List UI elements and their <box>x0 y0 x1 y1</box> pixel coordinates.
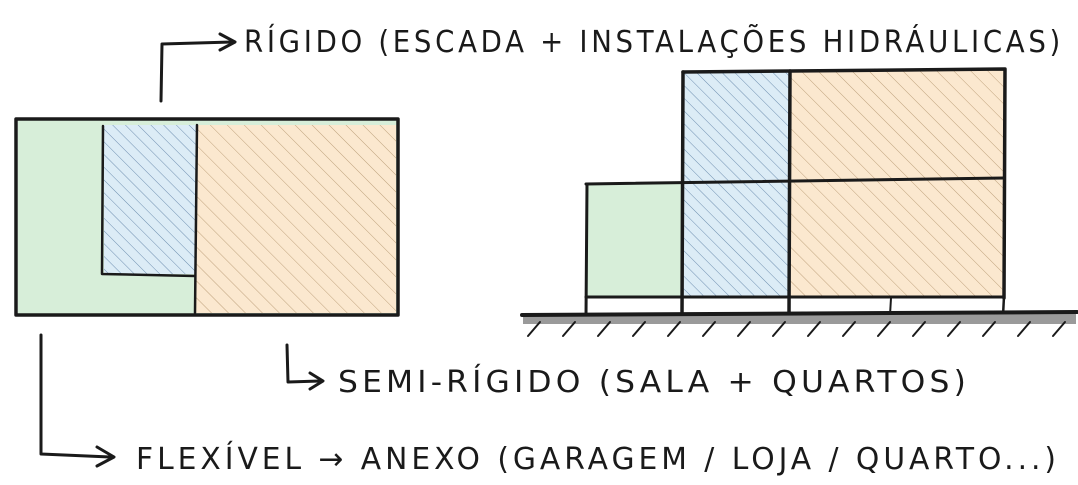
rigid-zone-plan <box>104 125 198 274</box>
building-section <box>520 67 1078 337</box>
semi-rigid-label: SEMI-RÍGIDO (SALA + QUARTOS) <box>338 364 970 400</box>
arrow-to-semi-rigid <box>285 343 325 391</box>
semi-rigid-zone-plan <box>196 125 396 313</box>
arrow-to-rigid <box>159 32 237 103</box>
arrow-to-flexible <box>39 333 116 468</box>
rigid-label: RÍGIDO (ESCADA + INSTALAÇÕES HIDRÁULICAS… <box>244 23 1064 60</box>
semi-rigid-zone-section-lower <box>790 180 1003 298</box>
flexible-label: FLEXÍVEL → ANEXO (GARAGEM / LOJA / QUART… <box>136 441 1060 477</box>
flexible-zone-section <box>587 184 683 298</box>
floor-plan <box>14 117 400 317</box>
semi-rigid-zone-section-upper <box>790 70 1005 180</box>
ground-hatching <box>527 321 1066 337</box>
rigid-zone-section <box>683 72 789 298</box>
